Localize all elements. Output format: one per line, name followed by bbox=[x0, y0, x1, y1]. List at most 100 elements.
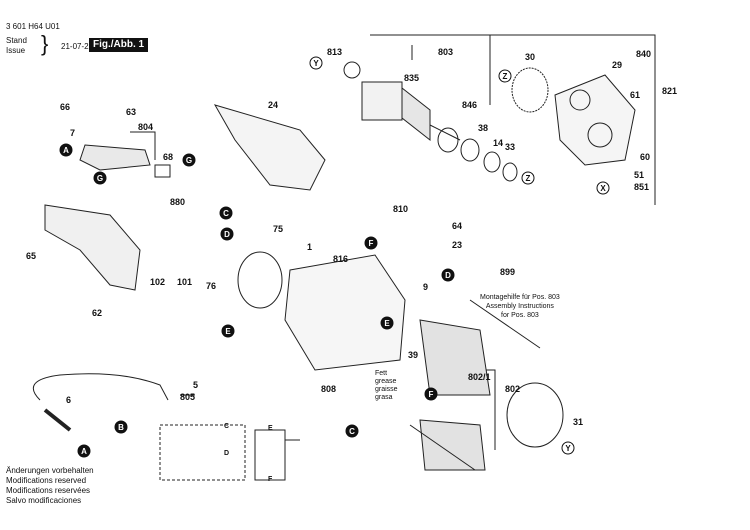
connector-marker-f: F bbox=[364, 236, 378, 250]
part-label-804: 804 bbox=[138, 122, 153, 132]
part-label-5: 5 bbox=[193, 380, 198, 390]
connector-marker-y: Y bbox=[561, 441, 575, 455]
svg-text:A: A bbox=[63, 146, 69, 155]
note-es: Salvo modificaciones bbox=[6, 496, 82, 505]
svg-text:D: D bbox=[445, 271, 451, 280]
assembly-instructions-note: Montagehilfe für Pos. 803 Assembly Instr… bbox=[480, 293, 560, 320]
part-label-802: 802 bbox=[505, 384, 520, 394]
connector-marker-c: C bbox=[345, 424, 359, 438]
svg-text:C: C bbox=[223, 209, 229, 218]
svg-text:D: D bbox=[224, 230, 230, 239]
part-label-23: 23 bbox=[452, 240, 462, 250]
part-label-102: 102 bbox=[150, 277, 165, 287]
part-label-803: 803 bbox=[438, 47, 453, 57]
issue-date: 21-07-26 bbox=[61, 42, 94, 51]
front-cover-part bbox=[506, 382, 564, 448]
grease-de: Fett bbox=[375, 370, 388, 377]
svg-text:X: X bbox=[600, 184, 606, 193]
part-label-75: 75 bbox=[273, 224, 283, 234]
svg-text:A: A bbox=[81, 447, 87, 456]
part-label-6: 6 bbox=[66, 395, 71, 405]
part-label-66: 66 bbox=[60, 102, 70, 112]
connector-marker-g: G bbox=[93, 171, 107, 185]
svg-text:Y: Y bbox=[565, 444, 571, 453]
part-label-802-1: 802/1 bbox=[468, 372, 491, 382]
grease-fr: graisse bbox=[375, 386, 398, 393]
wiring-diagram bbox=[159, 424, 300, 481]
connector-marker-y: Y bbox=[309, 56, 323, 70]
note-fr: Modifications reservées bbox=[6, 486, 91, 495]
part-label-64: 64 bbox=[452, 221, 462, 231]
connector-marker-e: E bbox=[380, 316, 394, 330]
connector-marker-z: Z bbox=[521, 171, 535, 185]
connector-marker-g: G bbox=[182, 153, 196, 167]
field-coil-part bbox=[419, 319, 491, 471]
connector-marker-b: B bbox=[114, 420, 128, 434]
part-label-24: 24 bbox=[268, 100, 278, 110]
grease-es: grasa bbox=[375, 394, 393, 401]
screw-899-top bbox=[469, 299, 541, 349]
assembly-line-2: Assembly Instructions bbox=[485, 303, 554, 310]
part-label-846: 846 bbox=[462, 100, 477, 110]
part-label-816: 816 bbox=[333, 254, 348, 264]
part-label-33: 33 bbox=[505, 142, 515, 152]
svg-text:G: G bbox=[186, 156, 192, 165]
wiring-label-f: F bbox=[268, 476, 273, 483]
assembly-line-3: for Pos. 803 bbox=[501, 312, 539, 319]
connector-marker-x: X bbox=[596, 181, 610, 195]
part-label-38: 38 bbox=[478, 123, 488, 133]
part-label-76: 76 bbox=[206, 281, 216, 291]
leader-804 bbox=[130, 131, 156, 160]
part-label-899: 899 bbox=[500, 267, 515, 277]
svg-text:B: B bbox=[118, 423, 124, 432]
note-de: Änderungen vorbehalten bbox=[6, 466, 94, 475]
part-label-14: 14 bbox=[493, 138, 503, 148]
connector-marker-a: A bbox=[59, 143, 73, 157]
part-label-810: 810 bbox=[393, 204, 408, 214]
leader-802 bbox=[485, 369, 496, 450]
screw-899-bottom bbox=[409, 424, 476, 471]
part-label-62: 62 bbox=[92, 308, 102, 318]
wiring-label-e: E bbox=[268, 425, 273, 432]
part-label-61: 61 bbox=[630, 90, 640, 100]
part-label-63: 63 bbox=[126, 107, 136, 117]
part-label-880: 880 bbox=[170, 197, 185, 207]
power-cable-part bbox=[32, 373, 169, 432]
issue-brace: } bbox=[41, 31, 49, 56]
connector-marker-f: F bbox=[424, 387, 438, 401]
grease-en: grease bbox=[375, 378, 397, 385]
grease-note: Fett grease graisse grasa bbox=[375, 370, 398, 402]
svg-text:E: E bbox=[384, 319, 390, 328]
part-label-840: 840 bbox=[636, 49, 651, 59]
issue-label: Issue bbox=[6, 46, 26, 55]
part-label-65: 65 bbox=[26, 251, 36, 261]
svg-text:Z: Z bbox=[526, 174, 531, 183]
part-label-808: 808 bbox=[321, 384, 336, 394]
svg-text:G: G bbox=[97, 174, 103, 183]
motor-housing-part bbox=[237, 251, 406, 371]
part-label-7: 7 bbox=[70, 128, 75, 138]
document-number: 3 601 H64 U01 bbox=[6, 22, 60, 31]
connector-marker-c: C bbox=[219, 206, 233, 220]
wiring-label-d: D bbox=[224, 450, 229, 457]
part-label-9: 9 bbox=[423, 282, 428, 292]
svg-text:F: F bbox=[429, 390, 434, 399]
part-label-39: 39 bbox=[408, 350, 418, 360]
handle-upper-part bbox=[213, 104, 326, 191]
svg-text:Y: Y bbox=[313, 59, 319, 68]
handle-lower-part bbox=[44, 204, 141, 291]
part-label-51: 51 bbox=[634, 170, 644, 180]
part-label-60: 60 bbox=[640, 152, 650, 162]
assembly-line-1: Montagehilfe für Pos. 803 bbox=[480, 294, 560, 301]
part-label-851: 851 bbox=[634, 182, 649, 192]
leader-840 bbox=[483, 34, 656, 205]
part-label-68: 68 bbox=[163, 152, 173, 162]
gear-parts bbox=[437, 67, 549, 182]
part-label-1: 1 bbox=[307, 242, 312, 252]
modification-notes: Änderungen vorbehalten Modifications res… bbox=[6, 466, 94, 506]
part-label-29: 29 bbox=[612, 60, 622, 70]
connector-marker-d: D bbox=[220, 227, 234, 241]
connector-marker-a: A bbox=[77, 444, 91, 458]
